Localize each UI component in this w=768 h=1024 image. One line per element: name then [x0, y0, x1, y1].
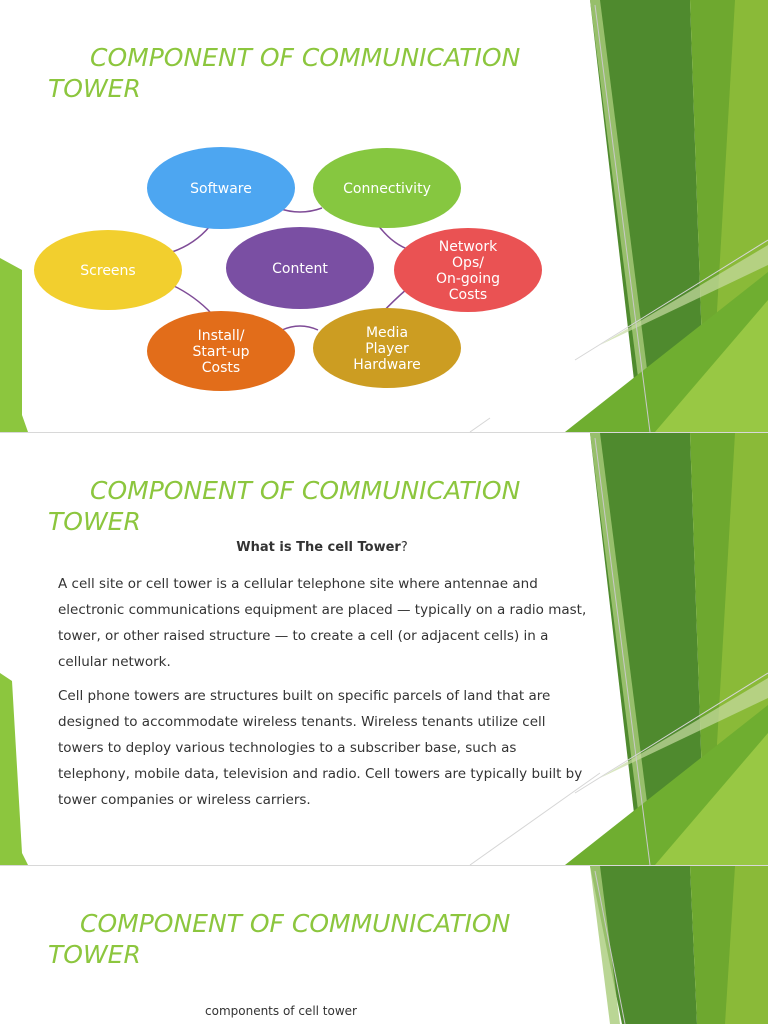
slide-caption: components of cell tower: [205, 1004, 357, 1018]
components-diagram: Software Connectivity Screens Content Ne…: [34, 147, 542, 391]
slide-title: COMPONENT OF COMMUNICATION TOWER: [48, 42, 520, 104]
slide-decoration: [0, 0, 768, 432]
slide-title-line-2: TOWER: [48, 74, 141, 103]
slide-title-line-1: COMPONENT OF COMMUNICATION: [80, 909, 511, 938]
section-heading-text: What is The cell Tower: [236, 540, 401, 555]
diagram-node-label: Content: [272, 261, 328, 277]
diagram-node-software: Software: [147, 147, 295, 229]
section-heading: What is The cell Tower?: [58, 540, 586, 555]
slide-title-line-1: COMPONENT OF COMMUNICATION: [90, 43, 521, 72]
slide-title-line-2: TOWER: [48, 507, 141, 536]
slide-divider: [0, 432, 768, 433]
section-heading-mark: ?: [400, 540, 408, 555]
diagram-node-label: Connectivity: [343, 181, 431, 197]
paragraph-definition: A cell site or cell tower is a cellular …: [58, 576, 587, 670]
slide-3: COMPONENT OF COMMUNICATION TOWER compone…: [0, 866, 768, 1024]
slide-2: COMPONENT OF COMMUNICATION TOWER What is…: [0, 433, 768, 865]
slide-title: COMPONENT OF COMMUNICATION TOWER: [48, 475, 520, 537]
slide-title: COMPONENT OF COMMUNICATION TOWER: [48, 908, 510, 970]
slide-title-line-1: COMPONENT OF COMMUNICATION: [90, 476, 521, 505]
diagram-node-screens: Screens: [34, 230, 182, 310]
slide-divider: [0, 865, 768, 866]
slide-title-line-2: TOWER: [48, 940, 141, 969]
diagram-node-label: Software: [190, 181, 252, 197]
slide-decoration: [0, 433, 768, 865]
diagram-node-content: Content: [226, 227, 374, 309]
diagram-node-label: Screens: [80, 263, 135, 279]
slide-decoration: [590, 866, 768, 1024]
slide-1: COMPONENT OF COMMUNICATION TOWER Softwar…: [0, 0, 768, 432]
diagram-node-connectivity: Connectivity: [313, 148, 461, 228]
paragraph-description: Cell phone towers are structures built o…: [58, 688, 583, 808]
